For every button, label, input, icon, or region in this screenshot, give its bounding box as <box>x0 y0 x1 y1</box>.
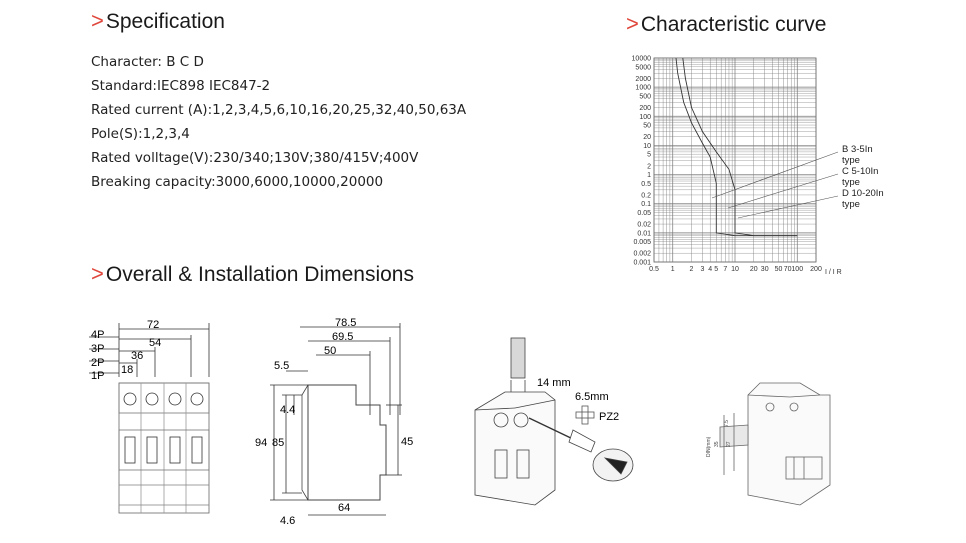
y-tick-label: 500 <box>639 93 651 100</box>
pole-label-1p: 1P <box>91 370 104 382</box>
y-tick-label: 50 <box>643 123 651 130</box>
dim-depth2: 69.5 <box>332 331 353 343</box>
trip-curve-2 <box>682 57 798 237</box>
dim-total-depth: 78.5 <box>335 317 356 329</box>
x-tick-label: 10 <box>731 266 739 273</box>
x-tick-label: 1 <box>671 266 675 273</box>
label-din-27: 27 <box>726 441 732 447</box>
pz2-cross-icon <box>575 405 595 425</box>
spec-poles: Pole(S):1,2,3,4 <box>91 126 190 142</box>
trip-curves <box>675 57 798 237</box>
y-tick-label: 0.1 <box>641 201 651 208</box>
annotation-b: B 3-5In <box>842 144 873 155</box>
y-tick-label: 5 <box>647 152 651 159</box>
spec-standard: Standard:IEC898 IEC847-2 <box>91 78 271 94</box>
dim-h2: 85 <box>272 437 284 449</box>
pole-label-3p: 3P <box>91 343 104 355</box>
annotation-d-type: type <box>842 199 860 210</box>
label-din-7-5: 7.5 <box>724 420 730 427</box>
dim-h3: 45 <box>401 436 413 448</box>
dim-3p: 54 <box>149 337 161 349</box>
x-tick-label: 200 <box>810 266 822 273</box>
spec-rated-current: Rated current (A):1,2,3,4,5,6,10,16,20,2… <box>91 102 467 118</box>
side-view-drawing: 78.5 69.5 50 5.5 4.4 94 85 45 64 4.6 <box>255 317 413 527</box>
y-tick-label: 20 <box>643 134 651 141</box>
din-rail-drawing: DIN(mm) 35 27 7.5 <box>706 382 831 506</box>
label-driver-type: PZ2 <box>599 411 619 423</box>
dim-4p: 72 <box>147 319 159 331</box>
dim-depth3: 50 <box>324 345 336 357</box>
annotation-c: C 5-10In <box>842 166 878 177</box>
x-tick-label: 4 <box>708 266 712 273</box>
y-tick-label: 100 <box>639 114 651 121</box>
annotation-c-type: type <box>842 177 860 188</box>
y-tick-label: 0.5 <box>641 181 651 188</box>
dim-inner: 4.4 <box>280 404 295 416</box>
dim-2p: 36 <box>131 350 143 362</box>
specification-heading: >Specification <box>91 8 225 33</box>
x-tick-label: 3 <box>700 266 704 273</box>
y-tick-label: 5000 <box>635 64 651 71</box>
x-tick-label: 30 <box>761 266 769 273</box>
spec-character: Character: B C D <box>91 54 204 70</box>
annotation-d: D 10-20In <box>842 188 884 199</box>
label-screw-size: 6.5mm <box>575 391 609 403</box>
y-tick-label: 1000 <box>635 85 651 92</box>
dimensions-heading: >Overall & Installation Dimensions <box>91 261 414 286</box>
x-tick-label: 20 <box>750 266 758 273</box>
x-tick-label: 0.5 <box>649 266 659 273</box>
annotation-b-type: type <box>842 155 860 166</box>
y-tick-label: 2 <box>647 163 651 170</box>
front-view-drawing: 4P 3P 2P 1P 72 54 36 18 <box>89 319 210 514</box>
label-din-35: 35 <box>714 441 720 447</box>
label-din: DIN(mm) <box>706 436 712 457</box>
y-tick-label: 0.005 <box>633 239 651 246</box>
pole-label-2p: 2P <box>91 357 104 369</box>
y-tick-label: 2000 <box>635 76 651 83</box>
y-tick-label: 10000 <box>632 56 652 63</box>
spec-breaking-capacity: Breaking capacity:3000,6000,10000,20000 <box>91 174 384 190</box>
dim-h1: 94 <box>255 437 267 449</box>
pole-label-4p: 4P <box>91 329 104 341</box>
spec-rated-voltage: Rated volltage(V):230/340;130V;380/415V;… <box>91 150 419 166</box>
dim-offset: 5.5 <box>274 360 289 372</box>
x-axis-label: I / I R <box>825 269 842 276</box>
y-tick-label: 0.2 <box>641 192 651 199</box>
dim-bottom: 4.6 <box>280 515 295 527</box>
y-tick-label: 200 <box>639 105 651 112</box>
y-tick-label: 0.001 <box>633 260 651 267</box>
curve-annotations: B 3-5In type C 5-10In type D 10-20In typ… <box>711 144 884 219</box>
y-tick-label: 0.02 <box>637 222 651 229</box>
x-tick-label: 100 <box>791 266 803 273</box>
characteristic-curve-heading: >Characteristic curve <box>626 11 827 36</box>
characteristic-curve-chart: 100005000200010005002001005020105210.50.… <box>632 56 884 277</box>
x-tick-label: 70 <box>784 266 792 273</box>
y-tick-label: 0.05 <box>637 210 651 217</box>
y-tick-label: 0.002 <box>633 251 651 258</box>
x-tick-label: 7 <box>723 266 727 273</box>
installation-drawing: 14 mm 6.5mm PZ2 <box>474 337 634 506</box>
x-tick-label: 5 <box>714 266 718 273</box>
y-tick-label: 0.01 <box>637 230 651 237</box>
y-tick-label: 1 <box>647 172 651 179</box>
specification-list: Character: B C D Standard:IEC898 IEC847-… <box>91 50 466 194</box>
dim-1p: 18 <box>121 364 133 376</box>
dim-base: 64 <box>338 502 350 514</box>
y-tick-label: 10 <box>643 143 651 150</box>
label-slot-width: 14 mm <box>537 377 571 389</box>
trip-curve-1 <box>675 57 798 237</box>
x-tick-label: 2 <box>690 266 694 273</box>
x-tick-label: 50 <box>775 266 783 273</box>
